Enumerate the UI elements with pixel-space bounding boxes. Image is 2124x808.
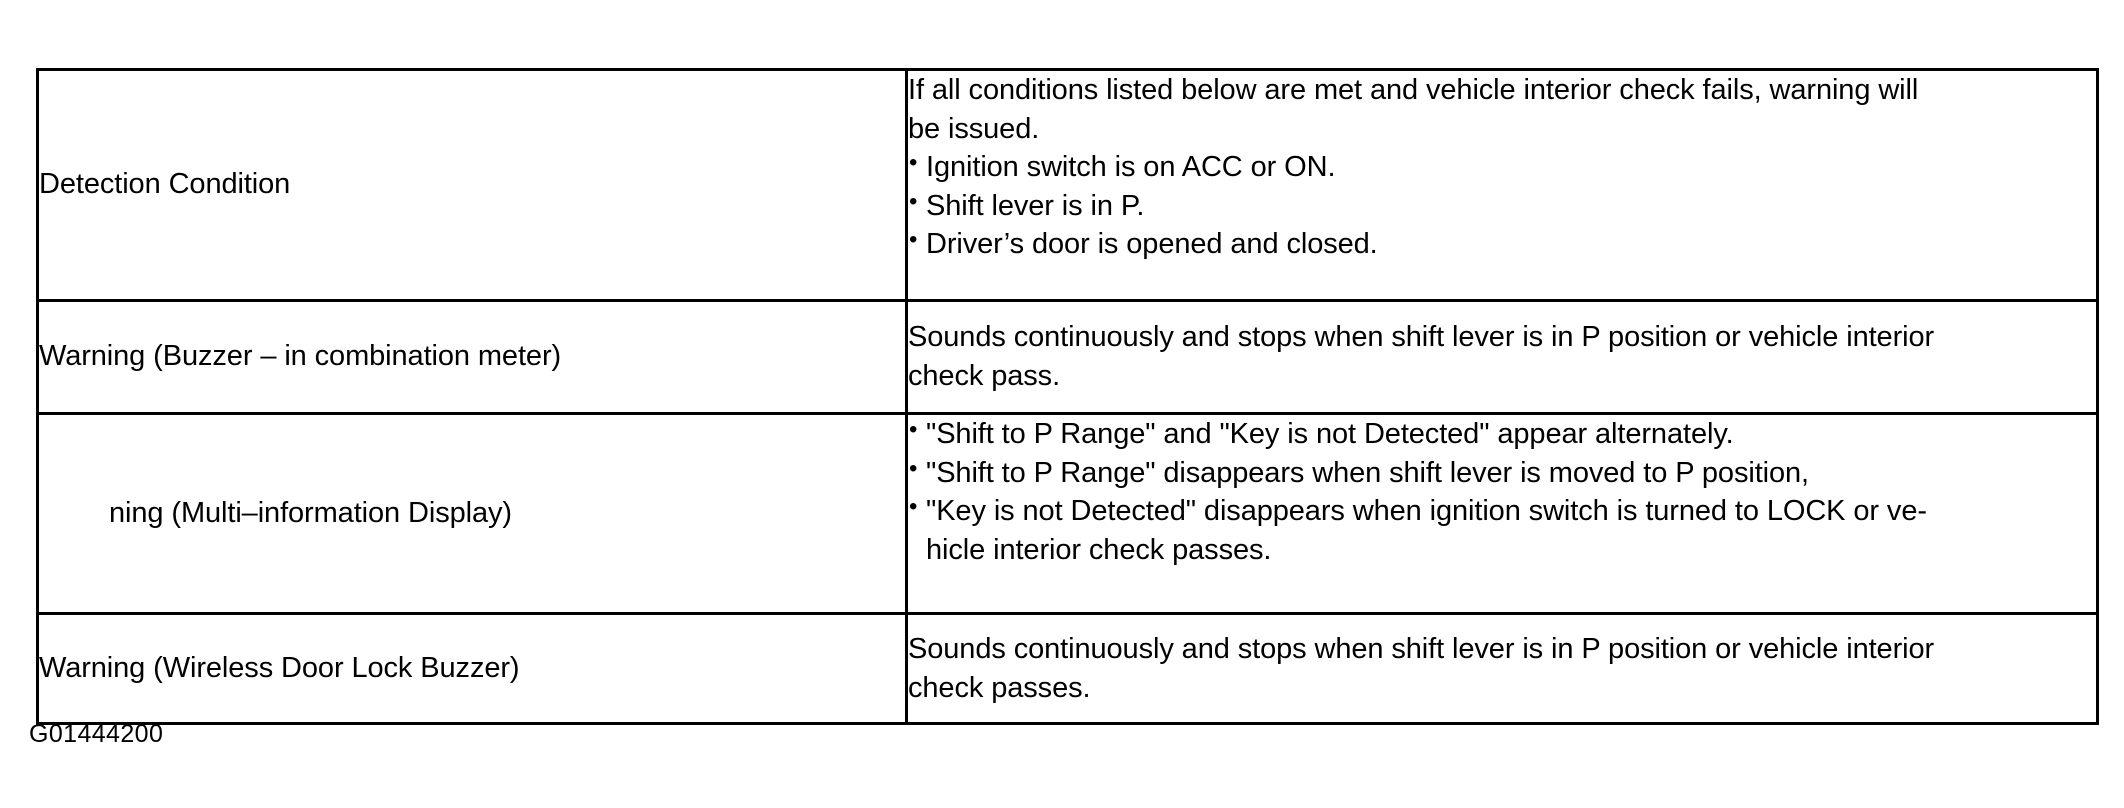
row-description-warning-multi-information-display: "Shift to P Range" and "Key is not Detec… bbox=[905, 412, 2099, 615]
table-body: Detection Condition If all conditions li… bbox=[36, 68, 2099, 725]
table-row: Detection Condition If all conditions li… bbox=[36, 68, 2099, 302]
table-row: Warning (Buzzer – in combination meter) … bbox=[36, 299, 2099, 415]
description-line: Sounds continuously and stops when shift… bbox=[908, 632, 1935, 665]
description-line: Sounds continuously and stops when shift… bbox=[908, 321, 1935, 354]
detection-condition-table: Detection Condition If all conditions li… bbox=[36, 68, 2099, 725]
description-line: be issued. bbox=[908, 112, 1040, 145]
bullet-item: Shift lever is in P. bbox=[908, 186, 2096, 226]
row-description-warning-buzzer-combination-meter: Sounds continuously and stops when shift… bbox=[905, 299, 2099, 415]
bullet-item: "Shift to P Range" disappears when shift… bbox=[908, 453, 2096, 493]
bullet-item: "Shift to P Range" and "Key is not Detec… bbox=[908, 414, 2096, 454]
bullet-item: Driver’s door is opened and closed. bbox=[908, 224, 2096, 264]
bullet-item: Ignition switch is on ACC or ON. bbox=[908, 147, 2096, 187]
bullet-continuation-line: hicle interior check passes. bbox=[926, 533, 1272, 566]
description-line: check pass. bbox=[908, 360, 1061, 392]
row-description-detection-condition: If all conditions listed below are met a… bbox=[905, 68, 2099, 302]
bullet-item: "Key is not Detected" disappears when ig… bbox=[908, 491, 2096, 531]
row-label-detection-condition: Detection Condition bbox=[36, 68, 908, 302]
row-description-warning-wireless-door-lock-buzzer: Sounds continuously and stops when shift… bbox=[905, 612, 2099, 725]
row-label-warning-wireless-door-lock-buzzer: Warning (Wireless Door Lock Buzzer) bbox=[36, 612, 908, 725]
row-label-warning-buzzer-combination-meter: Warning (Buzzer – in combination meter) bbox=[36, 299, 908, 415]
row-label-warning-multi-information-display: ning (Multi–information Display) bbox=[36, 412, 908, 615]
table-row: Warning (Wireless Door Lock Buzzer) Soun… bbox=[36, 612, 2099, 725]
description-line: If all conditions listed below are met a… bbox=[908, 74, 1919, 106]
table-row: ning (Multi–information Display) "Shift … bbox=[36, 412, 2099, 615]
figure-caption: G01444200 bbox=[29, 720, 164, 748]
description-line: check passes. bbox=[908, 671, 1091, 704]
